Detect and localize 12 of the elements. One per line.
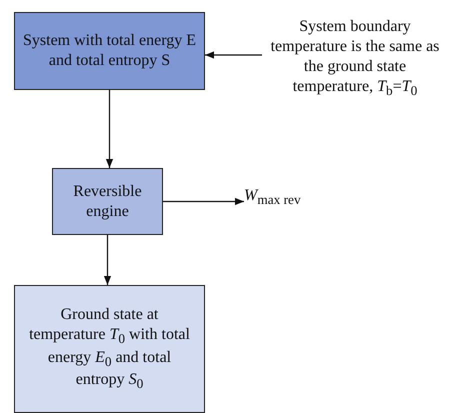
arrow [205, 51, 262, 59]
process-box [14, 12, 205, 90]
arrow [163, 198, 244, 206]
output-label: W$_{max rev}$ [244, 186, 301, 208]
box-label: Reversible engine [72, 182, 143, 222]
process-box [14, 285, 205, 413]
box-label: System with total energy E and total entropy S [23, 31, 196, 71]
arrow [106, 90, 114, 168]
arrow [104, 235, 112, 285]
process-box [52, 168, 163, 235]
note-text: System boundary temperature is the same as the ground state temperature, T$_{b}$=T$_{0}$ [270, 16, 440, 100]
box-label: Ground state at temperature T$_{0}$ with total energy E$_{0}$ and total entropy S$_{0}$ [28, 304, 191, 394]
